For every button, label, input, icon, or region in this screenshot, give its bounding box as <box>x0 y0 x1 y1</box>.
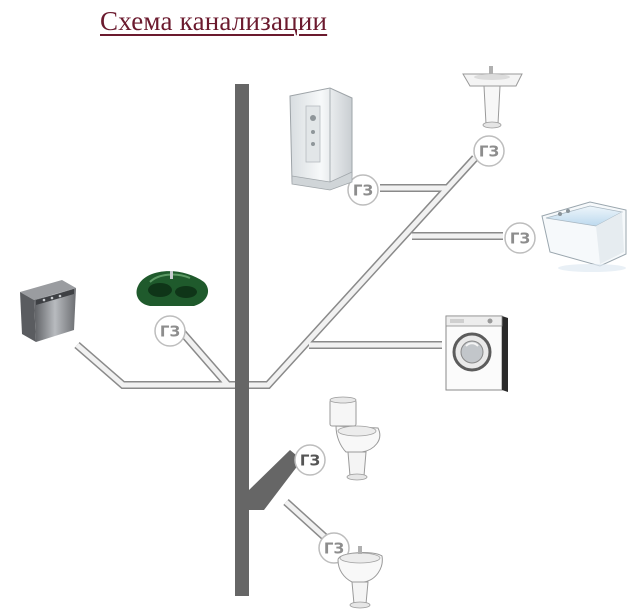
toilet-branch <box>247 450 302 510</box>
svg-text:ГЗ: ГЗ <box>479 143 499 161</box>
svg-text:ГЗ: ГЗ <box>300 452 320 470</box>
page-title: Схема канализации <box>100 6 328 36</box>
gz-marker-bathtub: ГЗ <box>504 222 536 254</box>
drain-pipes <box>74 155 503 543</box>
toilet-icon <box>329 396 381 481</box>
gz-marker-toilet: ГЗ <box>294 444 326 476</box>
gz-marker-shower: ГЗ <box>347 174 379 206</box>
svg-text:ГЗ: ГЗ <box>160 323 180 341</box>
washbasin-icon <box>462 66 523 129</box>
gz-marker-sink: ГЗ <box>473 135 505 167</box>
bidet-icon <box>337 546 383 609</box>
kitchen-sink-icon <box>136 271 209 306</box>
gz-marker-kitchen-sink: ГЗ <box>154 315 186 347</box>
svg-text:ГЗ: ГЗ <box>324 540 344 558</box>
sewer-riser <box>235 84 302 596</box>
shower-cabin-icon <box>289 87 353 191</box>
bathtub-icon <box>541 201 627 272</box>
dishwasher-icon <box>20 280 76 342</box>
washing-machine-icon <box>445 315 508 392</box>
svg-text:ГЗ: ГЗ <box>353 182 373 200</box>
svg-text:ГЗ: ГЗ <box>510 230 530 248</box>
